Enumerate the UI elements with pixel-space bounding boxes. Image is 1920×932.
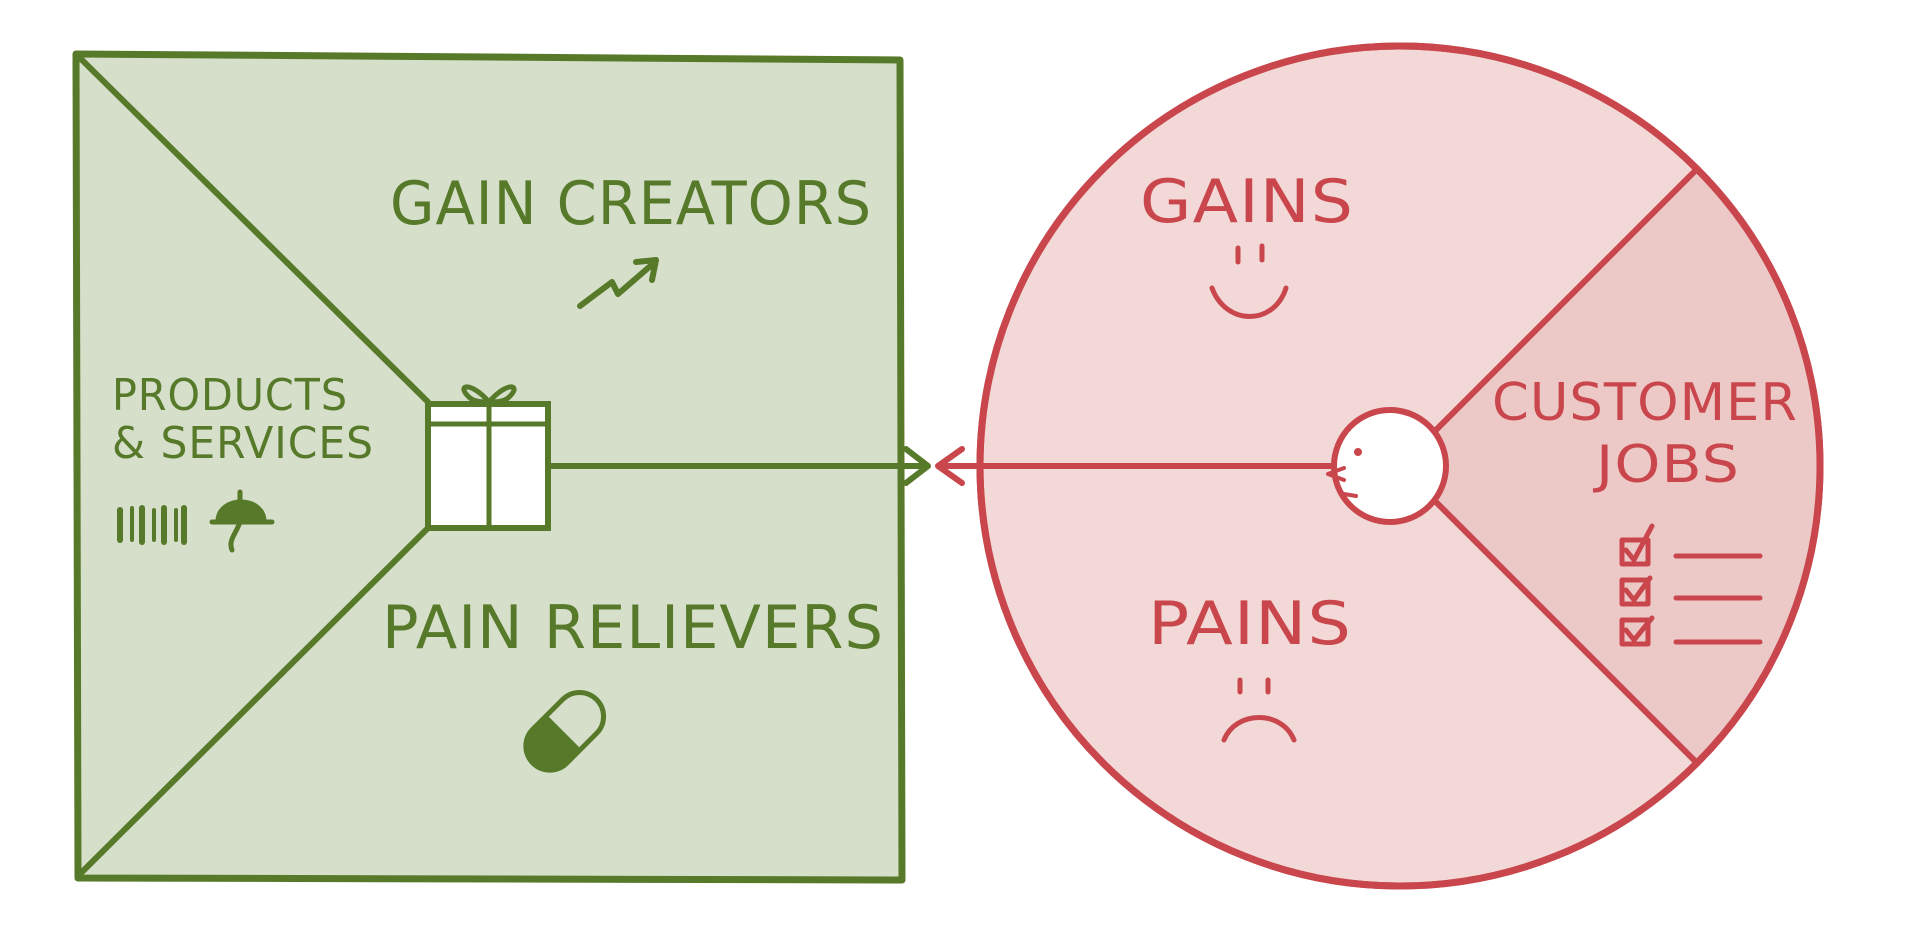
divider-gains-jobs: [1429, 166, 1700, 437]
arrow-right-icon: [903, 446, 931, 486]
gains-label: GAINS: [1140, 167, 1354, 237]
gift-box-icon: [425, 384, 551, 531]
customer-head-icon: [1326, 407, 1449, 525]
pains-label: PAINS: [1148, 589, 1352, 659]
divider-pains-jobs: [1429, 495, 1700, 766]
sad-face-icon: [1221, 677, 1297, 743]
smiley-face-icon: [1209, 243, 1289, 319]
divider-top-left: [75, 53, 431, 405]
customer-jobs-sector: [1400, 169, 1821, 763]
value-map: GAIN CREATORS PRODUCTS & SERVICES PAIN R…: [72, 50, 931, 884]
service-bell-icon: [209, 489, 275, 553]
pill-icon: [523, 689, 607, 773]
checklist-icon: [1619, 523, 1763, 647]
customer-jobs-label-line1: CUSTOMER: [1492, 373, 1798, 433]
pain-relievers-label: PAIN RELIEVERS: [382, 593, 884, 663]
customer-profile: GAINS PAINS CUSTOMER JOBS: [935, 42, 1824, 890]
products-label: PRODUCTS: [112, 370, 348, 421]
divider-bottom-left: [75, 525, 431, 879]
services-label: & SERVICES: [112, 418, 374, 469]
arrow-left-icon: [935, 446, 965, 486]
barcode-icon: [117, 505, 187, 545]
trend-up-arrow-icon: [577, 257, 659, 309]
gain-creators-label: GAIN CREATORS: [390, 169, 872, 239]
customer-jobs-label-line2: JOBS: [1593, 435, 1740, 495]
